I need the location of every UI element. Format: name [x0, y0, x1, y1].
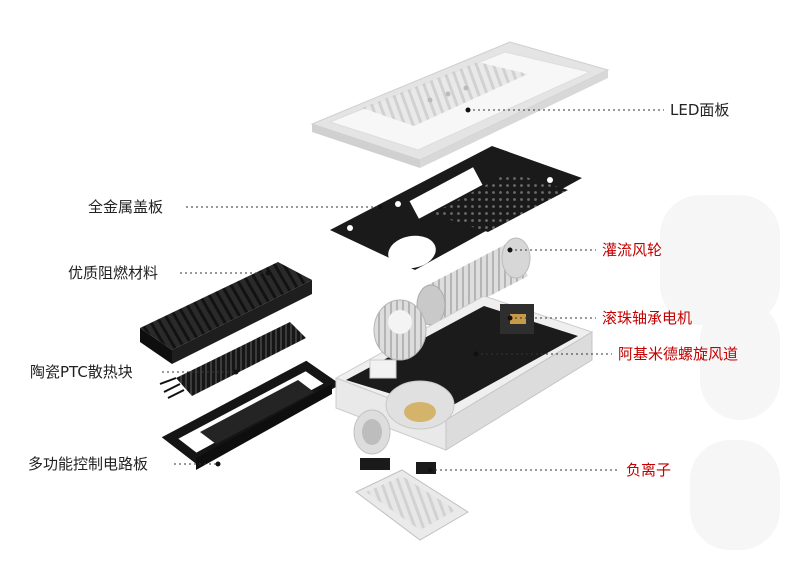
motor-part [500, 304, 534, 334]
label-anion: 负离子 [626, 461, 672, 479]
housing-part [334, 295, 594, 455]
background-blob [690, 440, 780, 550]
label-impeller: 灌流风轮 [602, 241, 663, 259]
ptc-heatsink-part [159, 322, 306, 399]
control-board-part [161, 360, 341, 470]
blower-part [373, 299, 427, 361]
label-ptc-heatsink: 陶瓷PTC散热块 [30, 363, 133, 381]
bottom-board-part [355, 469, 469, 541]
metal-cover-part [330, 146, 582, 270]
background-blob [700, 300, 780, 420]
leader-lines [162, 109, 664, 471]
label-metal-cover: 全金属盖板 [88, 198, 164, 216]
background-blob [660, 195, 780, 325]
label-flame-retardant: 优质阻燃材料 [68, 264, 159, 282]
label-archimedes-duct: 阿基米德螺旋风道 [618, 345, 739, 363]
label-control-board: 多功能控制电路板 [28, 455, 149, 473]
leader-dots [215, 107, 513, 473]
impeller-part [416, 237, 531, 326]
label-led-panel: LED面板 [670, 101, 730, 119]
led-panel-part [310, 41, 610, 168]
label-motor: 滚珠轴承电机 [602, 309, 693, 327]
flame-retardant-part [140, 262, 312, 364]
